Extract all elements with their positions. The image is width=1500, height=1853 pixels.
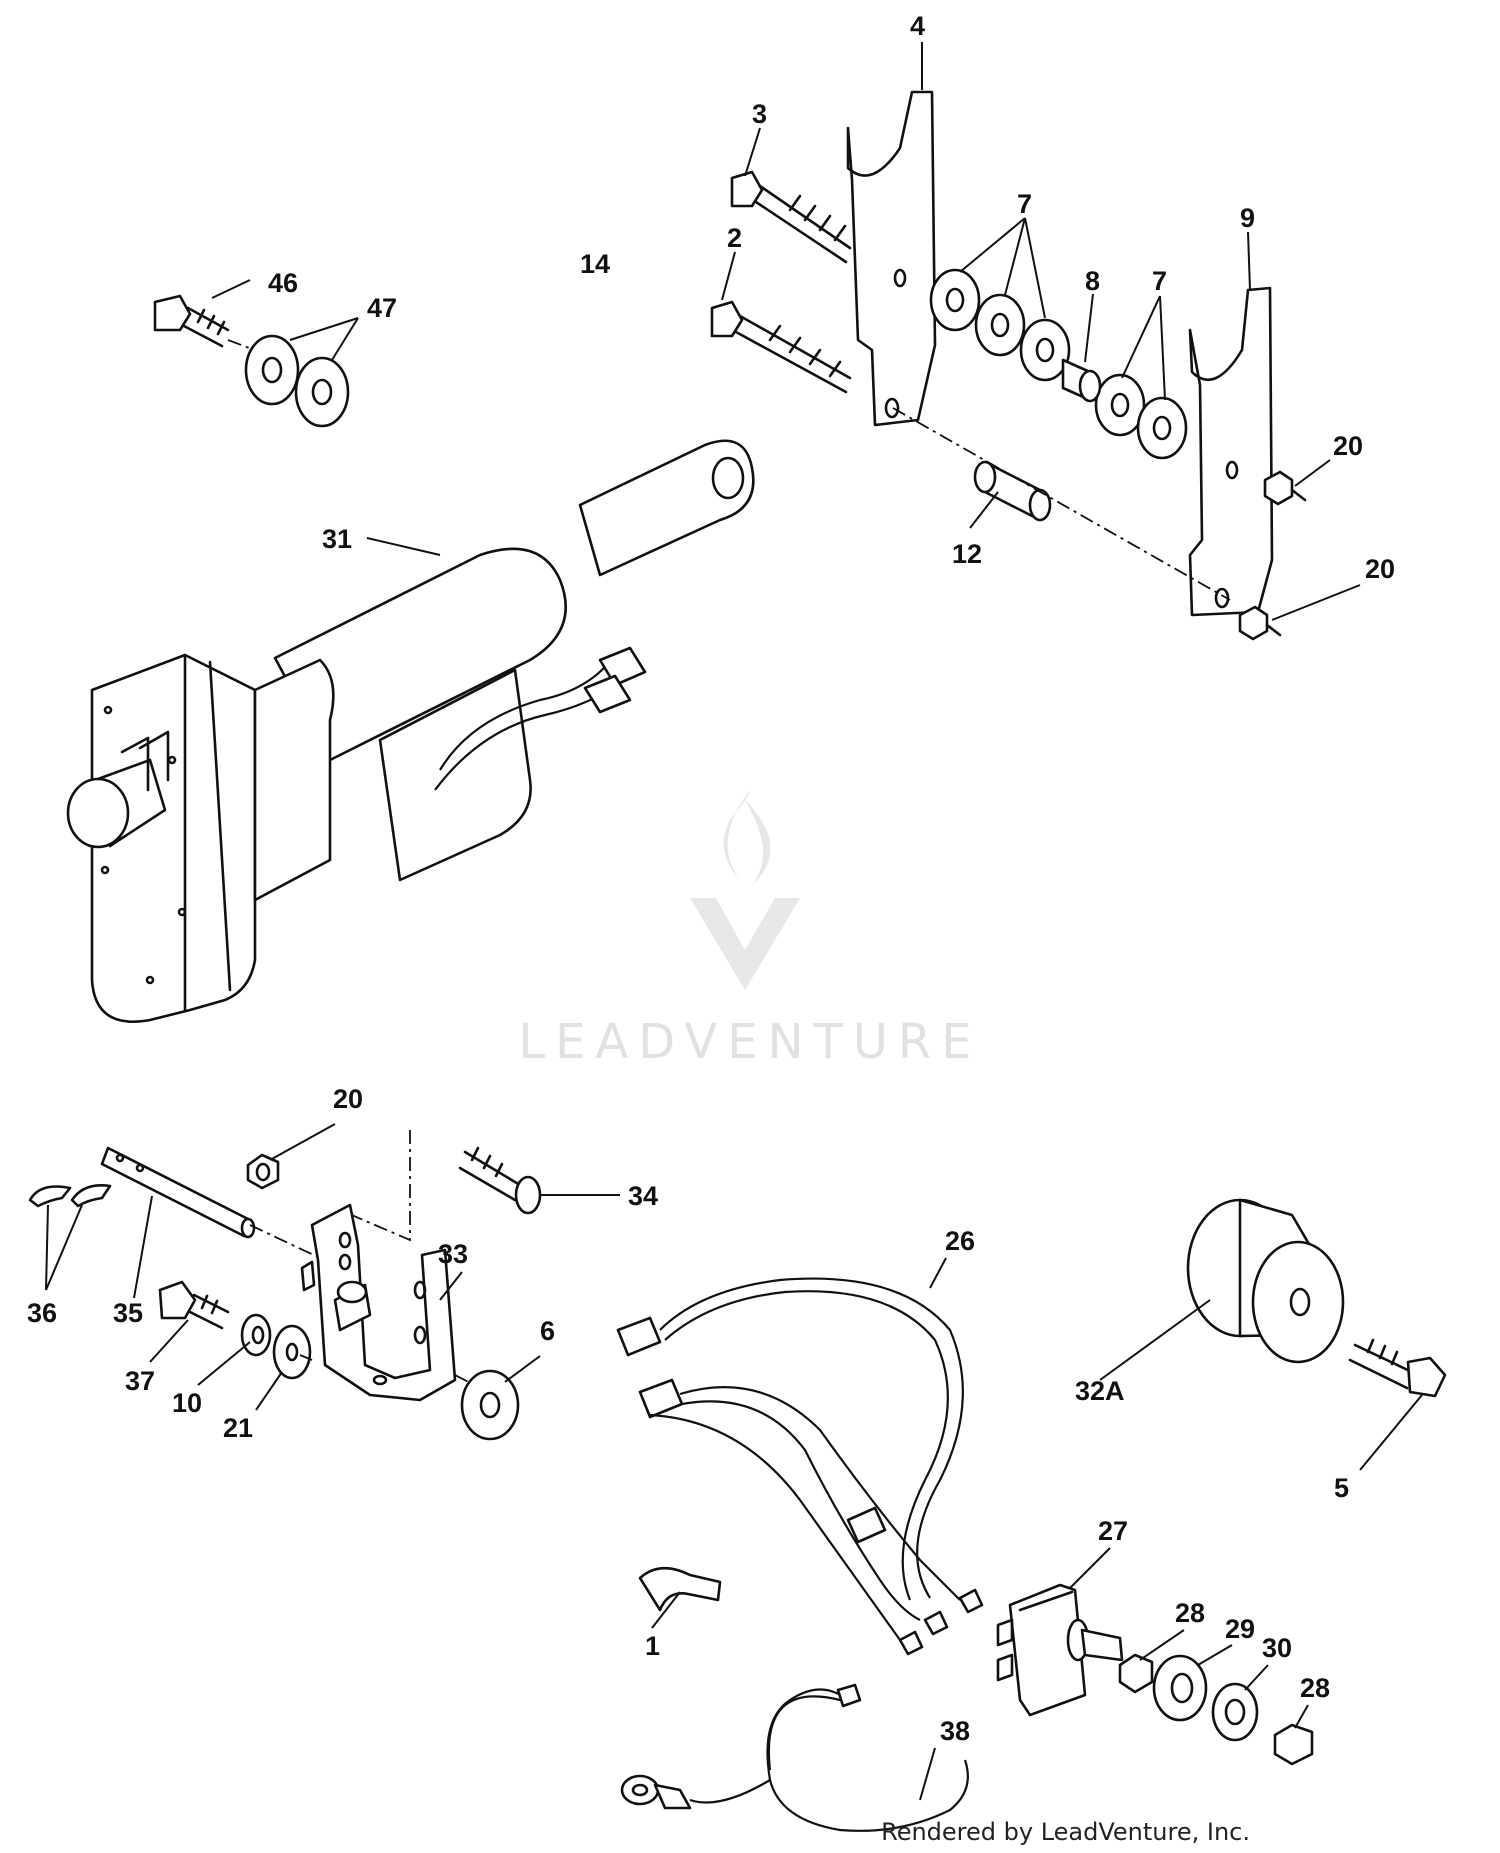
callout-31: 31 <box>322 524 352 554</box>
callout-14: 14 <box>580 249 610 279</box>
callout-21: 21 <box>223 1413 253 1443</box>
callout-7-right: 7 <box>1152 266 1167 296</box>
callout-4: 4 <box>910 11 925 41</box>
part-20-nut-lower <box>1238 605 1282 641</box>
part-12-spacer <box>973 460 1052 522</box>
part-32a-knob <box>1186 1198 1345 1364</box>
callout-34: 34 <box>628 1181 658 1211</box>
part-2-bolt <box>710 300 852 394</box>
callout-47: 47 <box>367 293 397 323</box>
part-28-nut-inner <box>1118 1653 1154 1694</box>
callout-8: 8 <box>1085 266 1100 296</box>
callout-37: 37 <box>125 1366 155 1396</box>
part-29-lock-washer <box>1152 1654 1208 1722</box>
callout-2: 2 <box>727 223 742 253</box>
part-26-wire-harness <box>616 1277 984 1656</box>
part-46-bolt <box>153 294 230 348</box>
part-34-bolt <box>458 1146 542 1215</box>
callout-20-lower: 20 <box>1365 554 1395 584</box>
part-5-bolt <box>1348 1338 1447 1398</box>
leader-lines <box>45 42 1423 1801</box>
part-47-washers <box>244 334 350 428</box>
callout-6: 6 <box>540 1316 555 1346</box>
part-36-hair-clips <box>28 1184 112 1208</box>
callout-30: 30 <box>1262 1633 1292 1663</box>
callout-9: 9 <box>1240 203 1255 233</box>
part-10-lock-washer <box>240 1313 272 1357</box>
part-9-bracket <box>1188 286 1274 617</box>
part-27-toggle-switch <box>996 1583 1124 1717</box>
callout-26: 26 <box>945 1226 975 1256</box>
part-33-bracket <box>300 1203 457 1402</box>
callout-12: 12 <box>952 539 982 569</box>
callout-36: 36 <box>27 1298 57 1328</box>
part-37-bolt <box>158 1280 230 1330</box>
part-20-nut-bottom <box>246 1153 280 1190</box>
part-28-nut-outer <box>1273 1723 1314 1766</box>
part-1-cable-clip <box>638 1566 722 1612</box>
callout-28-inner: 28 <box>1175 1598 1205 1628</box>
part-4-bracket <box>846 90 937 427</box>
callout-1: 1 <box>645 1631 660 1661</box>
callout-10: 10 <box>172 1388 202 1418</box>
callout-46: 46 <box>268 268 298 298</box>
callout-20-upper: 20 <box>1333 431 1363 461</box>
part-7-washers <box>929 268 1188 460</box>
callout-5: 5 <box>1334 1473 1349 1503</box>
callout-27: 27 <box>1098 1516 1128 1546</box>
leadventure-logo-icon <box>690 790 800 990</box>
part-21-washer <box>272 1324 312 1380</box>
part-35-pin <box>100 1146 256 1239</box>
part-30-washer <box>1211 1682 1259 1742</box>
callout-29: 29 <box>1225 1614 1255 1644</box>
callout-35: 35 <box>113 1298 143 1328</box>
callout-20-bottom: 20 <box>333 1084 363 1114</box>
callout-7-left: 7 <box>1017 189 1032 219</box>
part-20-nut-upper <box>1263 470 1307 506</box>
callout-3: 3 <box>752 99 767 129</box>
watermark: LEADVENTURE <box>518 790 981 1070</box>
callout-38: 38 <box>940 1716 970 1746</box>
callout-28-outer: 28 <box>1300 1673 1330 1703</box>
part-3-bolt <box>730 170 852 264</box>
part-6-washer <box>460 1369 520 1441</box>
part-8-spacer <box>1061 358 1102 403</box>
part-31-actuator <box>66 439 755 1023</box>
render-credit: Rendered by LeadVenture, Inc. <box>881 1818 1250 1846</box>
watermark-text: LEADVENTURE <box>518 1014 981 1070</box>
callout-labels: 4 3 2 14 7 8 7 9 46 47 20 12 20 31 20 34… <box>27 11 1395 1746</box>
part-38-ground-wire <box>620 1683 969 1832</box>
callout-33: 33 <box>438 1239 468 1269</box>
callout-32a: 32A <box>1075 1376 1125 1406</box>
